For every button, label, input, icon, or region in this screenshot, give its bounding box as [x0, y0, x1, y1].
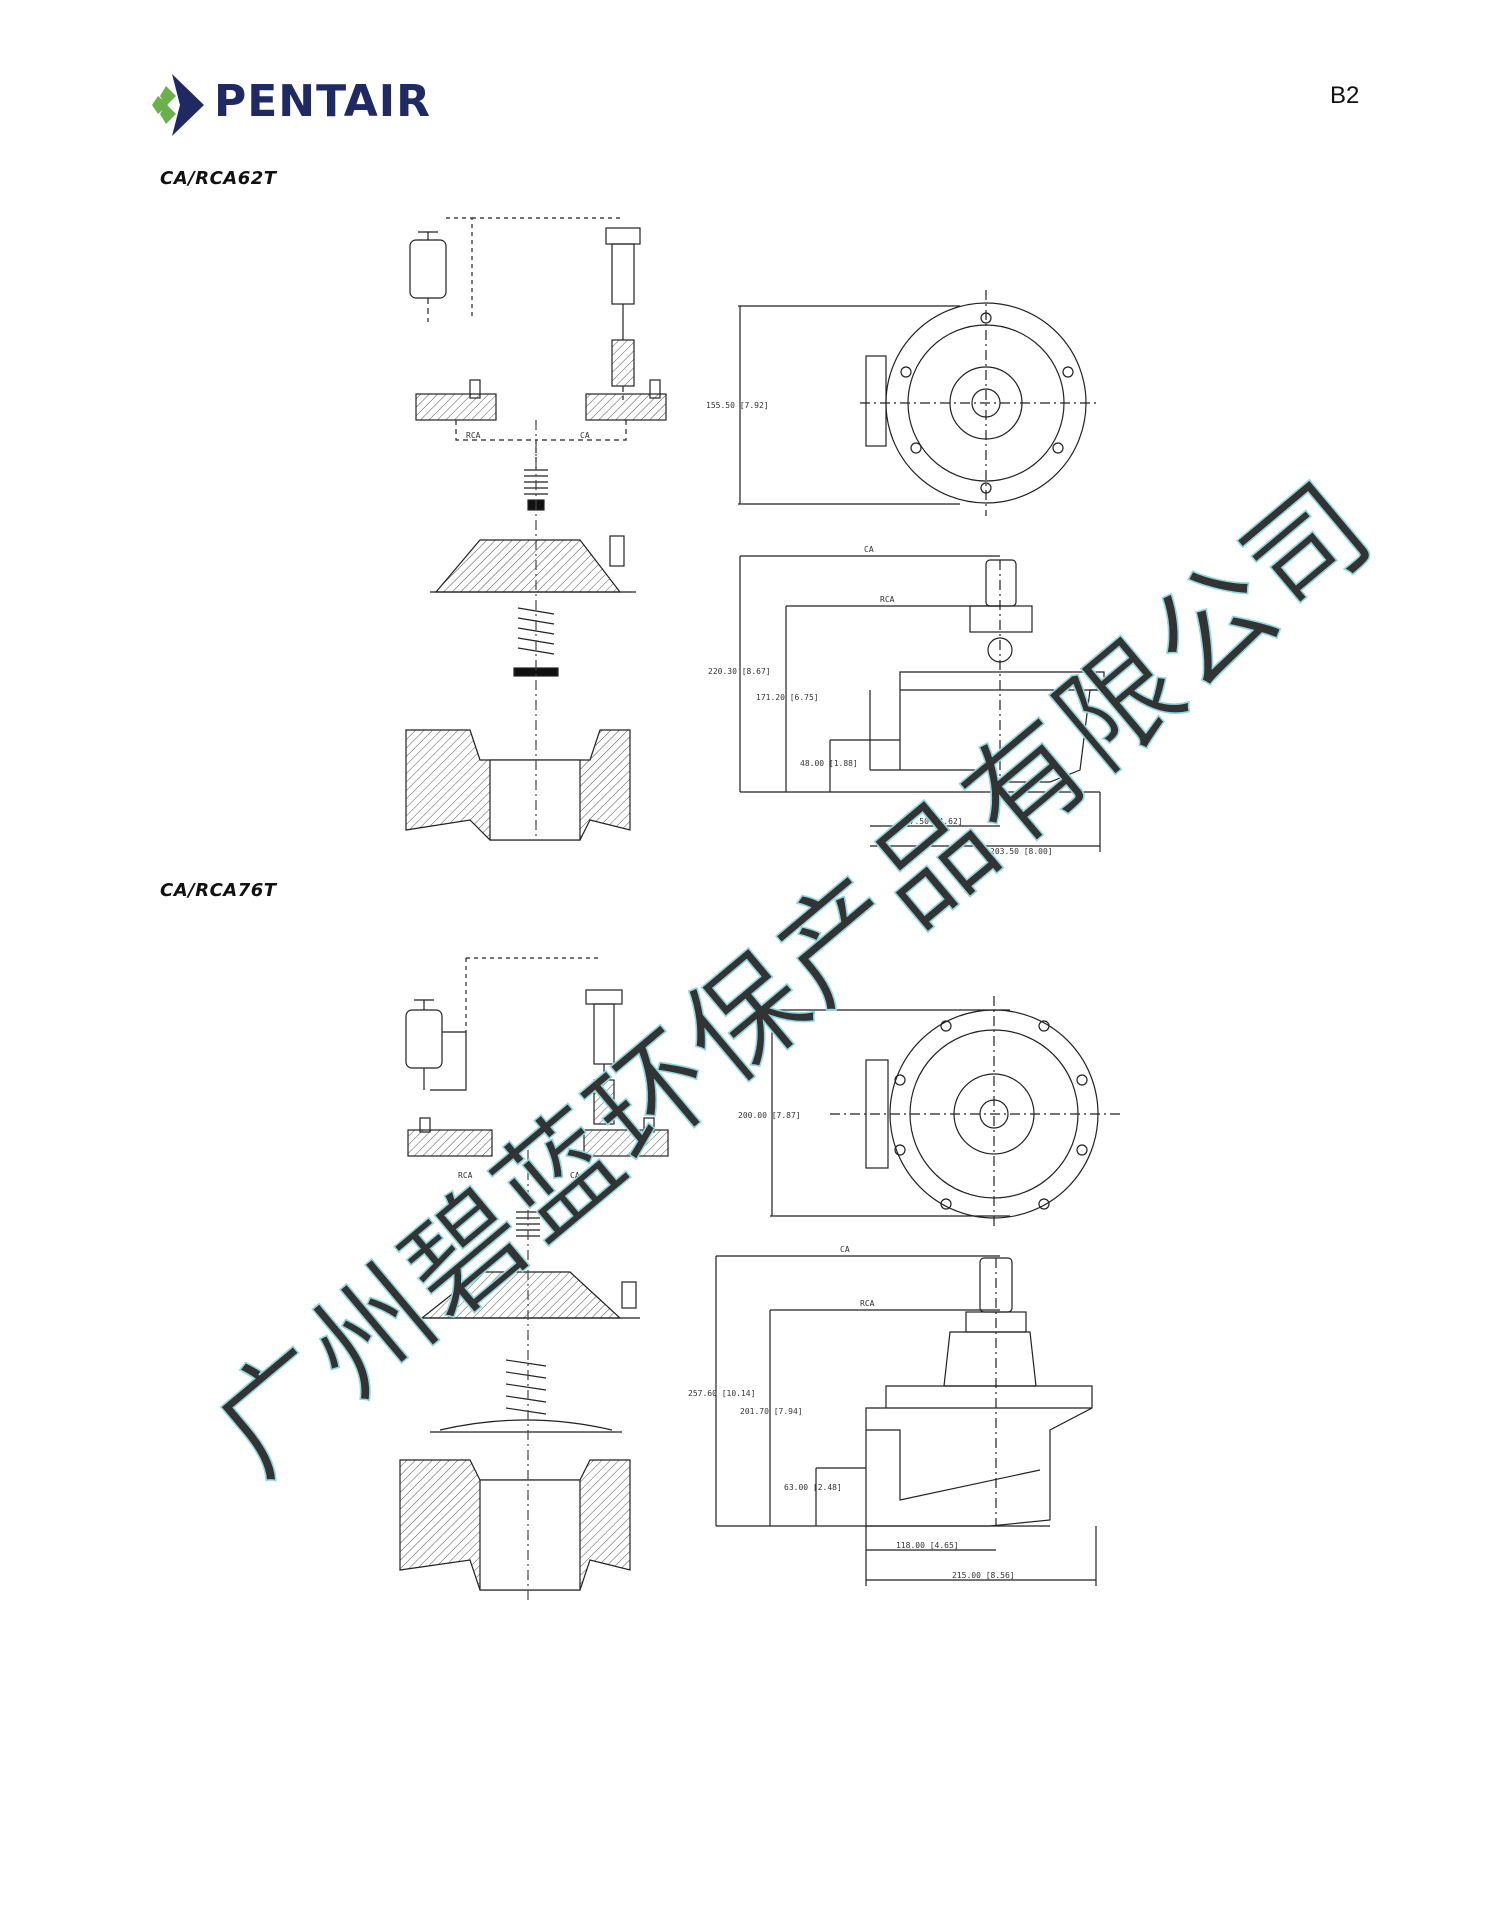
side2-dim-w2: 215.00 [8.56]: [952, 1571, 1015, 1580]
side2-dim-total: 257.60 [10.14]: [688, 1389, 755, 1398]
side2-dim-mid: 201.70 [7.94]: [740, 1407, 803, 1416]
top1-height-dim: 155.50 [7.92]: [706, 401, 769, 410]
brand-name: PENTAIR: [214, 76, 432, 127]
model-title-1: CA/RCA62T: [160, 168, 277, 189]
side1-rca-label: RCA: [880, 595, 895, 604]
top-view-1: 155.50 [7.92]: [706, 290, 1100, 516]
side1-dim-w2: 203.50 [8.00]: [990, 847, 1053, 856]
exploded2-ca-label: CA: [570, 1171, 580, 1180]
side2-ca-label: CA: [840, 1245, 850, 1254]
exploded1-rca-label: RCA: [466, 431, 481, 440]
side1-dim-mid: 171.20 [6.75]: [756, 693, 819, 702]
pentair-logo: [152, 74, 204, 136]
logo-mark-icon: [152, 74, 204, 136]
side1-ca-label: CA: [864, 545, 874, 554]
side-view-1: CA RCA 220.30 [8.67] 171.20 [6.75] 48.00…: [708, 545, 1105, 856]
side2-rca-label: RCA: [860, 1299, 875, 1308]
model-title-2: CA/RCA76T: [160, 880, 277, 901]
side1-dim-total: 220.30 [8.67]: [708, 667, 771, 676]
page-number: B2: [1330, 82, 1360, 109]
exploded-view-2: RCA CA: [399, 957, 669, 1600]
top2-height-dim: 200.00 [7.87]: [738, 1111, 801, 1120]
exploded2-rca-label: RCA: [458, 1171, 473, 1180]
side2-dim-w1: 118.00 [4.65]: [896, 1541, 959, 1550]
side2-dim-low: 63.00 [2.48]: [784, 1483, 842, 1492]
exploded1-ca-label: CA: [580, 431, 590, 440]
top-view-2: 200.00 [7.87]: [738, 996, 1120, 1230]
side-view-2: CA RCA 257.60 [10.14] 201.70 [7.94] 63.0…: [688, 1245, 1097, 1586]
side1-dim-w1: 117.50 [4.62]: [900, 817, 963, 826]
exploded-view-1: RCA CA: [405, 217, 667, 841]
side1-dim-low: 48.00 [1.88]: [800, 759, 858, 768]
